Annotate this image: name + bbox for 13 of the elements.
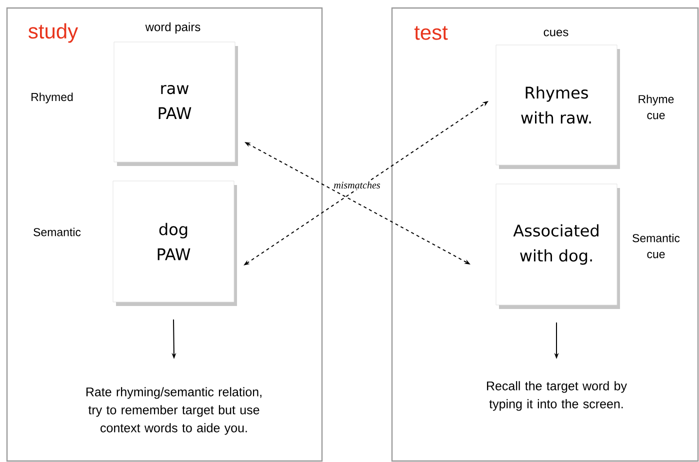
card: dog PAW	[112, 180, 234, 302]
crossing-label: mismatches	[332, 180, 382, 190]
row-label: Rhymed	[32, 92, 73, 104]
row-label: Semantic cue	[632, 234, 680, 258]
row-label: Semantic	[34, 228, 81, 236]
instruction-text: Recall the target word by typing it into the screen.	[487, 381, 627, 411]
card: raw PAW	[114, 42, 236, 162]
card: Associated with dog.	[496, 184, 618, 306]
row-label: Rhyme cue	[638, 94, 674, 120]
panel-heading: study	[28, 23, 78, 43]
panel-heading: test	[414, 26, 448, 40]
card: Rhymes with raw.	[496, 44, 618, 166]
instruction-text: Rate rhyming/semantic relation, try to remember target but use context words to aide you.	[86, 387, 262, 435]
